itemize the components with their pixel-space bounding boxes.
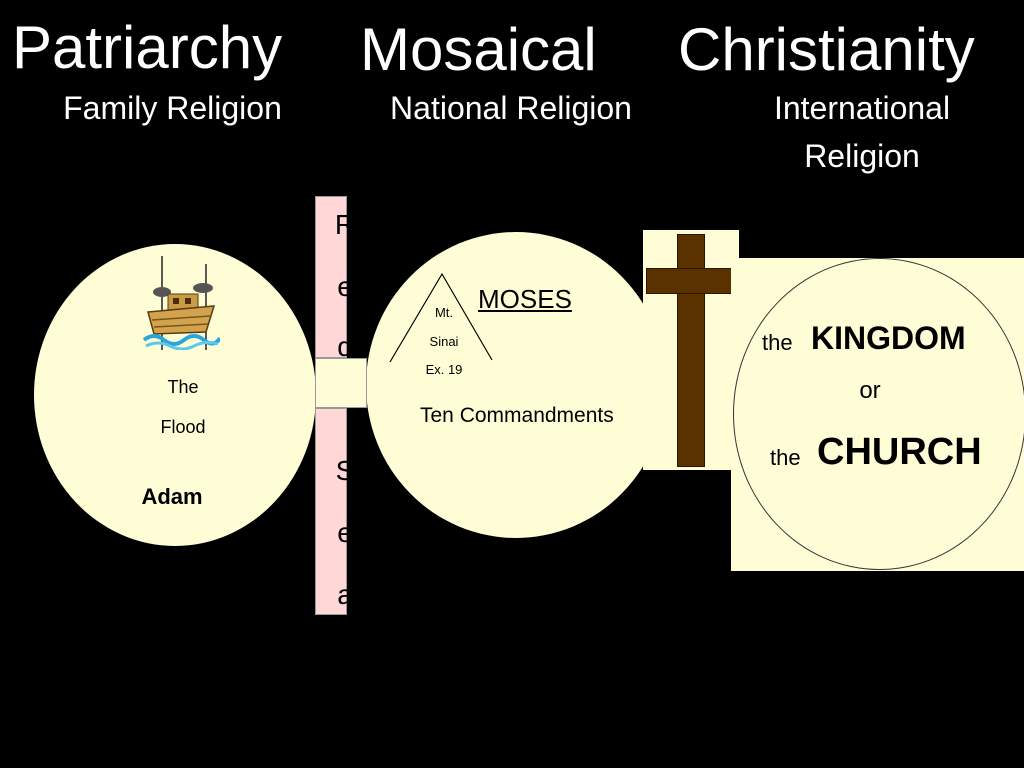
red-sea-crossing: [315, 358, 367, 408]
sea-letter-e: e: [337, 517, 353, 548]
cross-crossbeam: [646, 268, 733, 294]
flood-label-line1: The: [167, 377, 199, 397]
or-label: or: [859, 377, 881, 404]
adam-label: Adam: [141, 484, 203, 509]
sea-letter-s: S: [335, 455, 355, 486]
mosaical-title: Mosaical: [360, 16, 597, 83]
mount-label-line3: Ex. 19: [425, 362, 463, 377]
patriarchy-title: Patriarchy: [12, 14, 283, 81]
red-sea-lower: [315, 408, 347, 615]
christianity-title: Christianity: [678, 16, 975, 83]
moses-label: MOSES: [478, 284, 572, 314]
mount-label-line1: Mt.: [434, 305, 454, 320]
mosaical-subtitle: National Religion: [390, 90, 632, 126]
christianity-subtitle-line1: International: [773, 90, 951, 126]
patriarchy-subtitle: Family Religion: [63, 90, 282, 126]
christianity-circle: [733, 258, 1024, 570]
flood-label-line2: Flood: [160, 417, 206, 437]
mosaical-circle: [366, 232, 666, 538]
kingdom-label: KINGDOM: [811, 320, 966, 356]
red-sea-letter-r: R: [334, 209, 356, 240]
sea-letter-a: a: [337, 579, 353, 610]
church-article: the: [770, 445, 801, 470]
red-sea-letter-d: d: [337, 331, 353, 362]
mount-label-line2: Sinai: [429, 334, 459, 349]
mount-sinai-triangle: [389, 272, 493, 363]
red-sea-upper: [315, 196, 347, 358]
christianity-subtitle-line2: Religion: [804, 138, 920, 174]
ten-commandments-label: Ten Commandments: [420, 404, 614, 427]
noahs-ark-icon: [142, 256, 220, 350]
red-sea-letter-e: e: [337, 271, 353, 302]
kingdom-article: the: [762, 330, 793, 355]
church-label: CHURCH: [817, 431, 982, 473]
